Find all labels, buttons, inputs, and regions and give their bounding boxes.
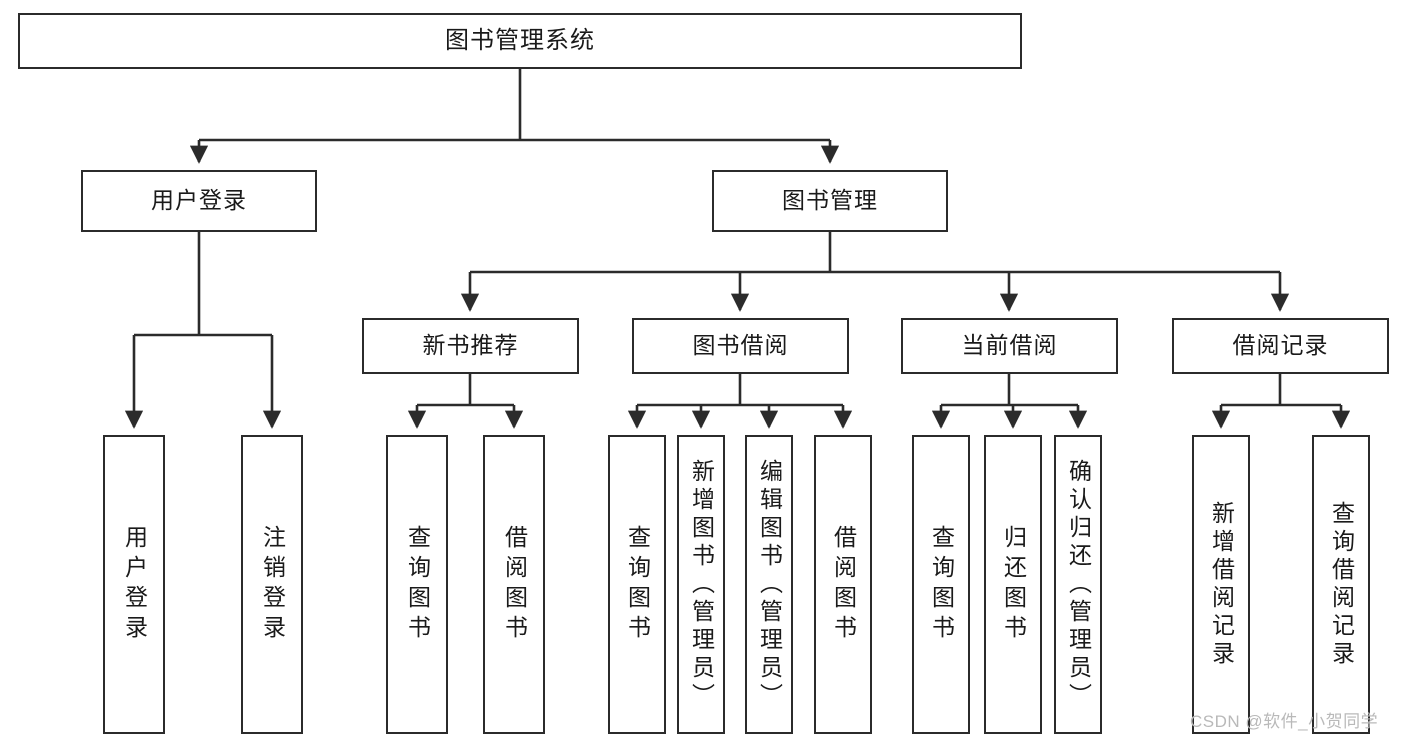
node-leaf-return-book-label: 归还图书	[1000, 524, 1027, 645]
node-leaf-user-logout-label: 注销登录	[259, 524, 286, 645]
node-leaf-borrow-book-2-label: 借阅图书	[830, 524, 857, 645]
node-new-book-recommend[interactable]: 新书推荐	[362, 318, 579, 374]
node-user-login-label: 用户登录	[151, 187, 247, 214]
node-current-borrow-label: 当前借阅	[961, 332, 1058, 359]
node-leaf-query-borrow-record-label: 查询借阅记录	[1328, 500, 1355, 669]
csdn-watermark: CSDN @软件_小贺同学	[1190, 712, 1379, 731]
node-leaf-borrow-book-1-label: 借阅图书	[501, 524, 528, 645]
node-user-login[interactable]: 用户登录	[81, 170, 317, 232]
node-root[interactable]: 图书管理系统	[18, 13, 1022, 69]
node-leaf-query-book-2[interactable]: 查询图书	[608, 435, 666, 734]
node-book-manage[interactable]: 图书管理	[712, 170, 948, 232]
node-leaf-query-book-1[interactable]: 查询图书	[386, 435, 448, 734]
node-leaf-query-book-1-label: 查询图书	[404, 524, 431, 645]
node-leaf-query-book-3-label: 查询图书	[928, 524, 955, 645]
node-leaf-edit-book-admin[interactable]: 编辑图书（管理员）	[745, 435, 793, 734]
node-root-label: 图书管理系统	[445, 26, 595, 54]
node-leaf-user-logout[interactable]: 注销登录	[241, 435, 303, 734]
node-leaf-user-login-label: 用户登录	[121, 524, 148, 645]
node-leaf-query-borrow-record[interactable]: 查询借阅记录	[1312, 435, 1370, 734]
node-leaf-add-book-admin-label: 新增图书（管理员）	[688, 458, 715, 711]
node-current-borrow[interactable]: 当前借阅	[901, 318, 1118, 374]
node-leaf-query-book-2-label: 查询图书	[624, 524, 651, 645]
node-borrow-record-label: 借阅记录	[1232, 332, 1329, 359]
node-book-borrow-label: 图书借阅	[692, 332, 789, 359]
node-leaf-query-book-3[interactable]: 查询图书	[912, 435, 970, 734]
node-leaf-edit-book-admin-label: 编辑图书（管理员）	[756, 458, 783, 711]
node-leaf-user-login[interactable]: 用户登录	[103, 435, 165, 734]
node-leaf-borrow-book-2[interactable]: 借阅图书	[814, 435, 872, 734]
node-leaf-add-borrow-record[interactable]: 新增借阅记录	[1192, 435, 1250, 734]
node-leaf-return-book[interactable]: 归还图书	[984, 435, 1042, 734]
node-leaf-confirm-return-admin[interactable]: 确认归还（管理员）	[1054, 435, 1102, 734]
node-leaf-confirm-return-admin-label: 确认归还（管理员）	[1065, 458, 1092, 711]
node-leaf-add-borrow-record-label: 新增借阅记录	[1208, 500, 1235, 669]
node-leaf-borrow-book-1[interactable]: 借阅图书	[483, 435, 545, 734]
node-book-borrow[interactable]: 图书借阅	[632, 318, 849, 374]
node-new-book-recommend-label: 新书推荐	[422, 332, 519, 359]
node-leaf-add-book-admin[interactable]: 新增图书（管理员）	[677, 435, 725, 734]
node-book-manage-label: 图书管理	[782, 187, 878, 214]
node-borrow-record[interactable]: 借阅记录	[1172, 318, 1389, 374]
